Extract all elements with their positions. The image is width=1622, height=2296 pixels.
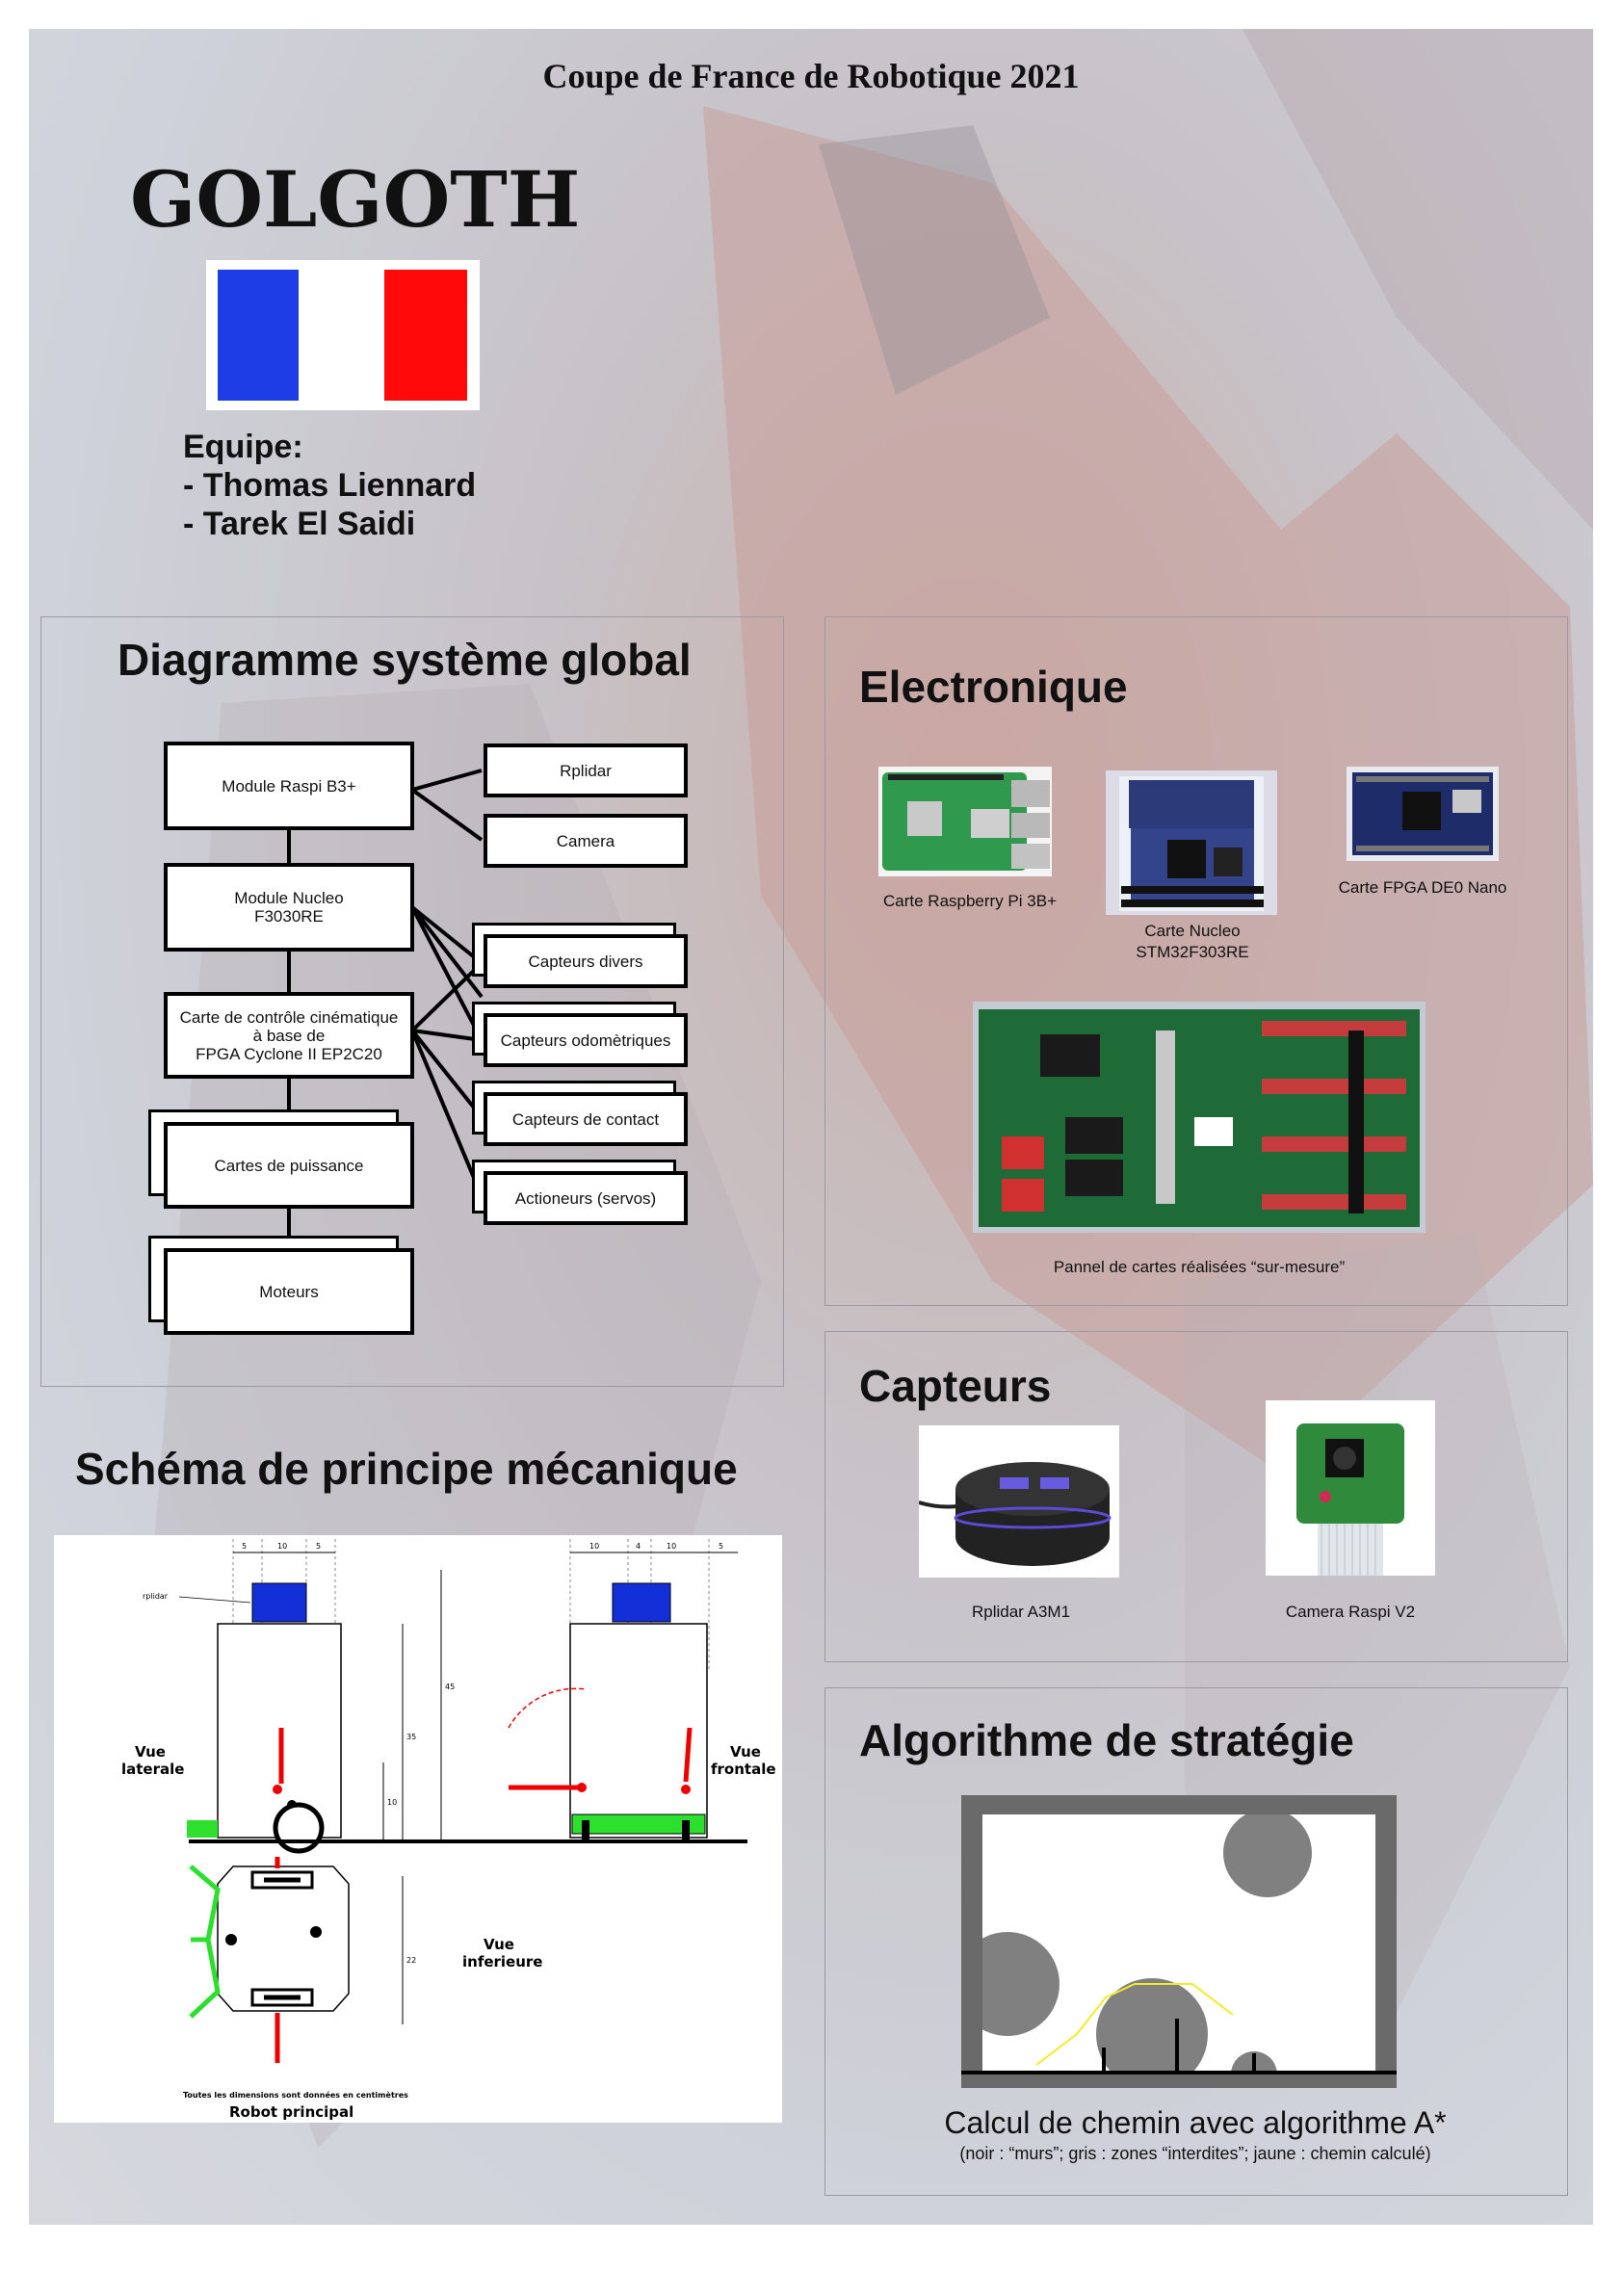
- box-rplidar: Rplidar: [484, 744, 688, 797]
- custom-boards-photo: [973, 1002, 1426, 1233]
- label-vue-frontale: Vue: [730, 1743, 761, 1761]
- label-vue-frontale: frontale: [711, 1761, 776, 1778]
- label-rplidar: rplidar: [143, 1592, 169, 1601]
- dim-label: 5: [719, 1542, 723, 1551]
- team-member: - Thomas Liennard: [183, 467, 477, 504]
- box-nucleo-line: F3030RE: [254, 907, 324, 926]
- nucleo-caption-line: STM32F303RE: [1136, 943, 1249, 961]
- meca-drawing: 5 10 5 10 4 10 5 45 35 10 22 Vue lateral…: [121, 1539, 776, 2121]
- team-label: Equipe:: [183, 429, 303, 465]
- camera-photo: [1266, 1400, 1435, 1576]
- diagram-panel: [40, 616, 784, 1387]
- box-capteurs-odometriques: Capteurs odomètriques: [484, 1013, 688, 1067]
- box-capteurs-divers: Capteurs divers: [484, 934, 688, 988]
- label-vue-inferieure: inferieure: [462, 1953, 542, 1970]
- algo-title: Algorithme de stratégie: [859, 1715, 1354, 1765]
- dim-label: 35: [406, 1733, 416, 1741]
- raspberry-pi-photo: [878, 767, 1052, 876]
- dim-label: 10: [277, 1542, 287, 1551]
- algo-legend: (noir : “murs”; gris : zones “interdites…: [959, 2144, 1431, 2163]
- box-camera: Camera: [484, 814, 688, 868]
- rplidar-caption: Rplidar A3M1: [971, 1603, 1071, 1621]
- electronique-panel: [824, 616, 1568, 1306]
- dim-label: 45: [445, 1683, 455, 1691]
- box-controle-line: Carte de contrôle cinématique: [179, 1007, 399, 1027]
- pannel-caption: Pannel de cartes réalisées “sur-mesure”: [1053, 1258, 1346, 1276]
- dims-note: Toutes les dimensions sont données en ce…: [183, 2090, 408, 2100]
- algo-caption: Calcul de chemin avec algorithme A*: [944, 2105, 1447, 2140]
- astar-map: [961, 1795, 1397, 2088]
- capteurs-title: Capteurs: [859, 1361, 1052, 1411]
- electronique-title: Electronique: [859, 662, 1128, 712]
- team-member: - Tarek El Saidi: [183, 506, 416, 542]
- team-block: Equipe: - Thomas Liennard - Tarek El Sai…: [183, 428, 476, 543]
- box-capteurs-contact: Capteurs de contact: [484, 1092, 688, 1146]
- fpga-caption: Carte FPGA DE0 Nano: [1338, 878, 1507, 897]
- dim-label: 10: [387, 1798, 397, 1807]
- box-controle-line: FPGA Cyclone II EP2C20: [196, 1044, 382, 1063]
- nucleo-caption: Carte Nucleo STM32F303RE: [1096, 921, 1289, 963]
- dim-label: 10: [667, 1542, 676, 1551]
- capteurs-panel: [824, 1331, 1568, 1662]
- meca-title: Schéma de principe mécanique: [75, 1444, 738, 1494]
- rplidar-photo: [919, 1425, 1119, 1578]
- meca-caption: Robot principal: [229, 2103, 353, 2121]
- diagram-title: Diagramme système global: [118, 635, 692, 685]
- diagram-connectors: [287, 769, 484, 1248]
- nucleo-caption-line: Carte Nucleo: [1144, 922, 1241, 940]
- dim-label: 5: [316, 1542, 321, 1551]
- french-flag: [206, 260, 480, 410]
- label-vue-inferieure: Vue: [484, 1936, 514, 1953]
- box-nucleo-line: Module Nucleo: [234, 889, 344, 907]
- box-nucleo: Module Nucleo F3030RE: [164, 863, 414, 952]
- meca-figure: 5 10 5 10 4 10 5 45 35 10 22 Vue lateral…: [54, 1535, 782, 2123]
- dim-label: 10: [589, 1542, 599, 1551]
- box-controle-line: à base de: [252, 1026, 326, 1045]
- box-puissance: Cartes de puissance: [164, 1122, 414, 1209]
- algo-panel: [824, 1687, 1568, 2196]
- raspberry-caption: Carte Raspberry Pi 3B+: [883, 892, 1057, 910]
- label-vue-laterale: Vue: [135, 1743, 166, 1761]
- box-controle: Carte de contrôle cinématique à base de …: [164, 992, 414, 1079]
- box-raspi: Module Raspi B3+: [164, 742, 414, 830]
- box-moteurs: Moteurs: [164, 1248, 414, 1335]
- dim-label: 4: [636, 1542, 641, 1551]
- nucleo-photo: [1106, 770, 1277, 915]
- poster: Coupe de France de Robotique 2021 GOLGOT…: [29, 29, 1593, 2225]
- fpga-photo: [1347, 767, 1499, 861]
- box-actionneurs: Actioneurs (servos): [484, 1171, 688, 1225]
- camera-caption: Camera Raspi V2: [1285, 1603, 1416, 1621]
- label-vue-laterale: laterale: [121, 1761, 184, 1778]
- dim-label: 22: [406, 1956, 416, 1965]
- dim-label: 5: [242, 1542, 247, 1551]
- team-name: GOLGOTH: [130, 154, 581, 245]
- poster-title: Coupe de France de Robotique 2021: [542, 57, 1080, 95]
